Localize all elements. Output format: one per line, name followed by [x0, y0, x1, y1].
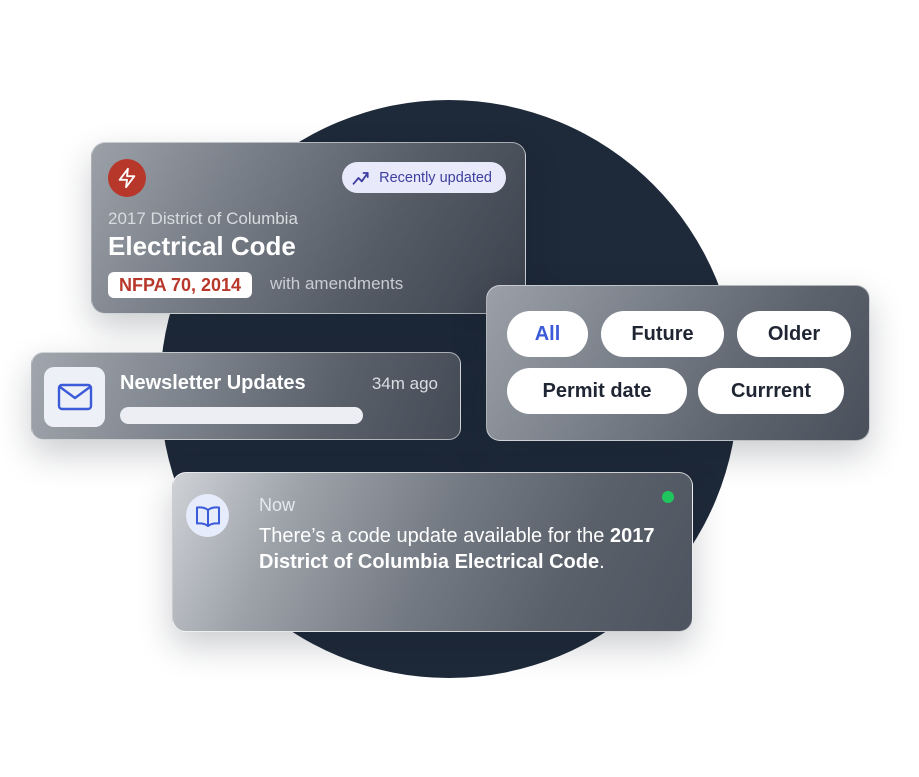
- book-icon: [186, 494, 229, 537]
- code-subtitle: 2017 District of Columbia: [108, 209, 298, 228]
- filter-card: All Future Older Permit date Currrent: [486, 285, 870, 441]
- notification-text-suffix: .: [599, 550, 605, 573]
- unread-indicator: [662, 491, 674, 503]
- trend-up-icon: [350, 167, 372, 189]
- newsletter-card[interactable]: Newsletter Updates 34m ago: [31, 352, 461, 440]
- notification-text-prefix: There’s a code update available for the: [259, 525, 610, 547]
- notification-timestamp: Now: [259, 495, 296, 515]
- filter-chip-future[interactable]: Future: [601, 311, 724, 357]
- filter-chip-older[interactable]: Older: [737, 311, 851, 357]
- code-title: Electrical Code: [108, 231, 296, 261]
- newsletter-title: Newsletter Updates: [120, 372, 306, 394]
- notification-message: There’s a code update available for the …: [259, 524, 669, 575]
- recently-updated-badge: Recently updated: [342, 162, 506, 193]
- amendments-label: with amendments: [270, 274, 404, 293]
- notification-card[interactable]: Now There’s a code update available for …: [172, 472, 693, 632]
- code-card[interactable]: Recently updated 2017 District of Columb…: [91, 142, 526, 314]
- filter-chip-all[interactable]: All: [507, 311, 588, 357]
- bolt-icon: [108, 159, 146, 197]
- notification-code-name: 2017 District of Columbia Electrical Cod…: [259, 525, 655, 573]
- newsletter-preview-placeholder: [120, 407, 363, 424]
- recently-updated-label: Recently updated: [379, 169, 492, 186]
- filter-chip-permit-date[interactable]: Permit date: [507, 368, 687, 414]
- mail-icon: [44, 367, 105, 427]
- nfpa-tag: NFPA 70, 2014: [108, 272, 253, 298]
- newsletter-timestamp: 34m ago: [371, 374, 438, 393]
- filter-chip-current[interactable]: Currrent: [698, 368, 844, 414]
